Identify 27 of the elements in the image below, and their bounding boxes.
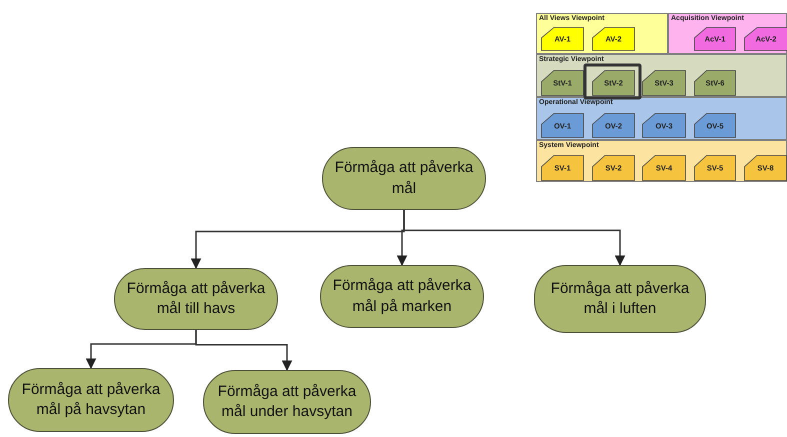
node-label: Förmåga att påverka mål till havs <box>126 278 266 319</box>
node-label: Förmåga att påverka mål under havsytan <box>216 382 358 422</box>
view-tile <box>694 113 736 138</box>
arrow <box>403 210 626 266</box>
viewpoint-band <box>536 140 787 182</box>
view-tile <box>744 27 787 51</box>
node-label: Förmåga att påverka mål i luften <box>550 278 690 319</box>
viewpoint-band <box>536 54 787 97</box>
node-label: Förmåga att påverka mål <box>334 158 474 198</box>
view-tile <box>694 27 736 51</box>
node-label: Förmåga att påverka mål på havsytan <box>20 380 162 420</box>
view-tile <box>592 113 635 138</box>
view-tile <box>541 155 584 181</box>
view-tile <box>592 27 635 51</box>
view-tile <box>642 113 686 138</box>
view-tile <box>592 155 635 181</box>
capability-node <box>534 265 706 333</box>
view-tile <box>744 155 787 181</box>
view-tile <box>694 155 736 181</box>
node-label: Förmåga att påverka mål på marken <box>332 276 472 316</box>
viewpoint-band <box>668 13 787 54</box>
view-tile <box>642 155 686 181</box>
viewpoint-band <box>536 97 787 140</box>
arrow <box>195 330 292 372</box>
viewpoint-band <box>536 13 668 54</box>
view-tile <box>541 27 584 51</box>
view-tile <box>541 113 584 138</box>
